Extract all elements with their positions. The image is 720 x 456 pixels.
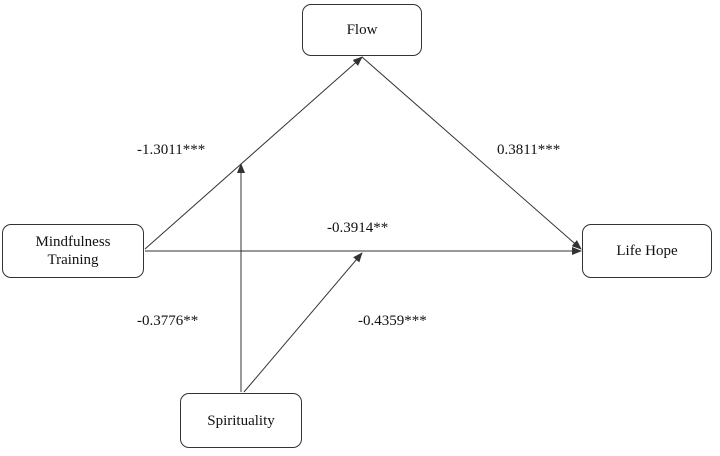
node-flow-label: Flow	[346, 22, 378, 38]
coef-mindfulness-to-life-hope: -0.3914**	[327, 220, 389, 236]
coef-flow-to-life-hope: 0.3811***	[497, 142, 561, 158]
coef-mindfulness-to-flow: -1.3011***	[137, 142, 206, 158]
node-spirituality-label: Spirituality	[207, 412, 275, 429]
arrow-mindfulness-to-flow	[144, 56, 363, 250]
coef-spirituality-moderation-c: -0.4359***	[358, 313, 427, 329]
node-spirituality: Spirituality	[180, 393, 302, 448]
arrow-flow-to-life-hope	[361, 56, 582, 250]
node-mindfulness-training: Mindfulness Training	[2, 224, 144, 278]
node-flow: Flow	[302, 4, 422, 56]
coef-spirituality-moderation-a: -0.3776**	[137, 313, 199, 329]
node-life-hope-label: Life Hope	[616, 243, 678, 259]
node-life-hope: Life Hope	[582, 224, 712, 278]
node-mindfulness-label: Mindfulness Training	[35, 234, 111, 268]
arrow-spirituality-moderation-c	[243, 252, 363, 393]
